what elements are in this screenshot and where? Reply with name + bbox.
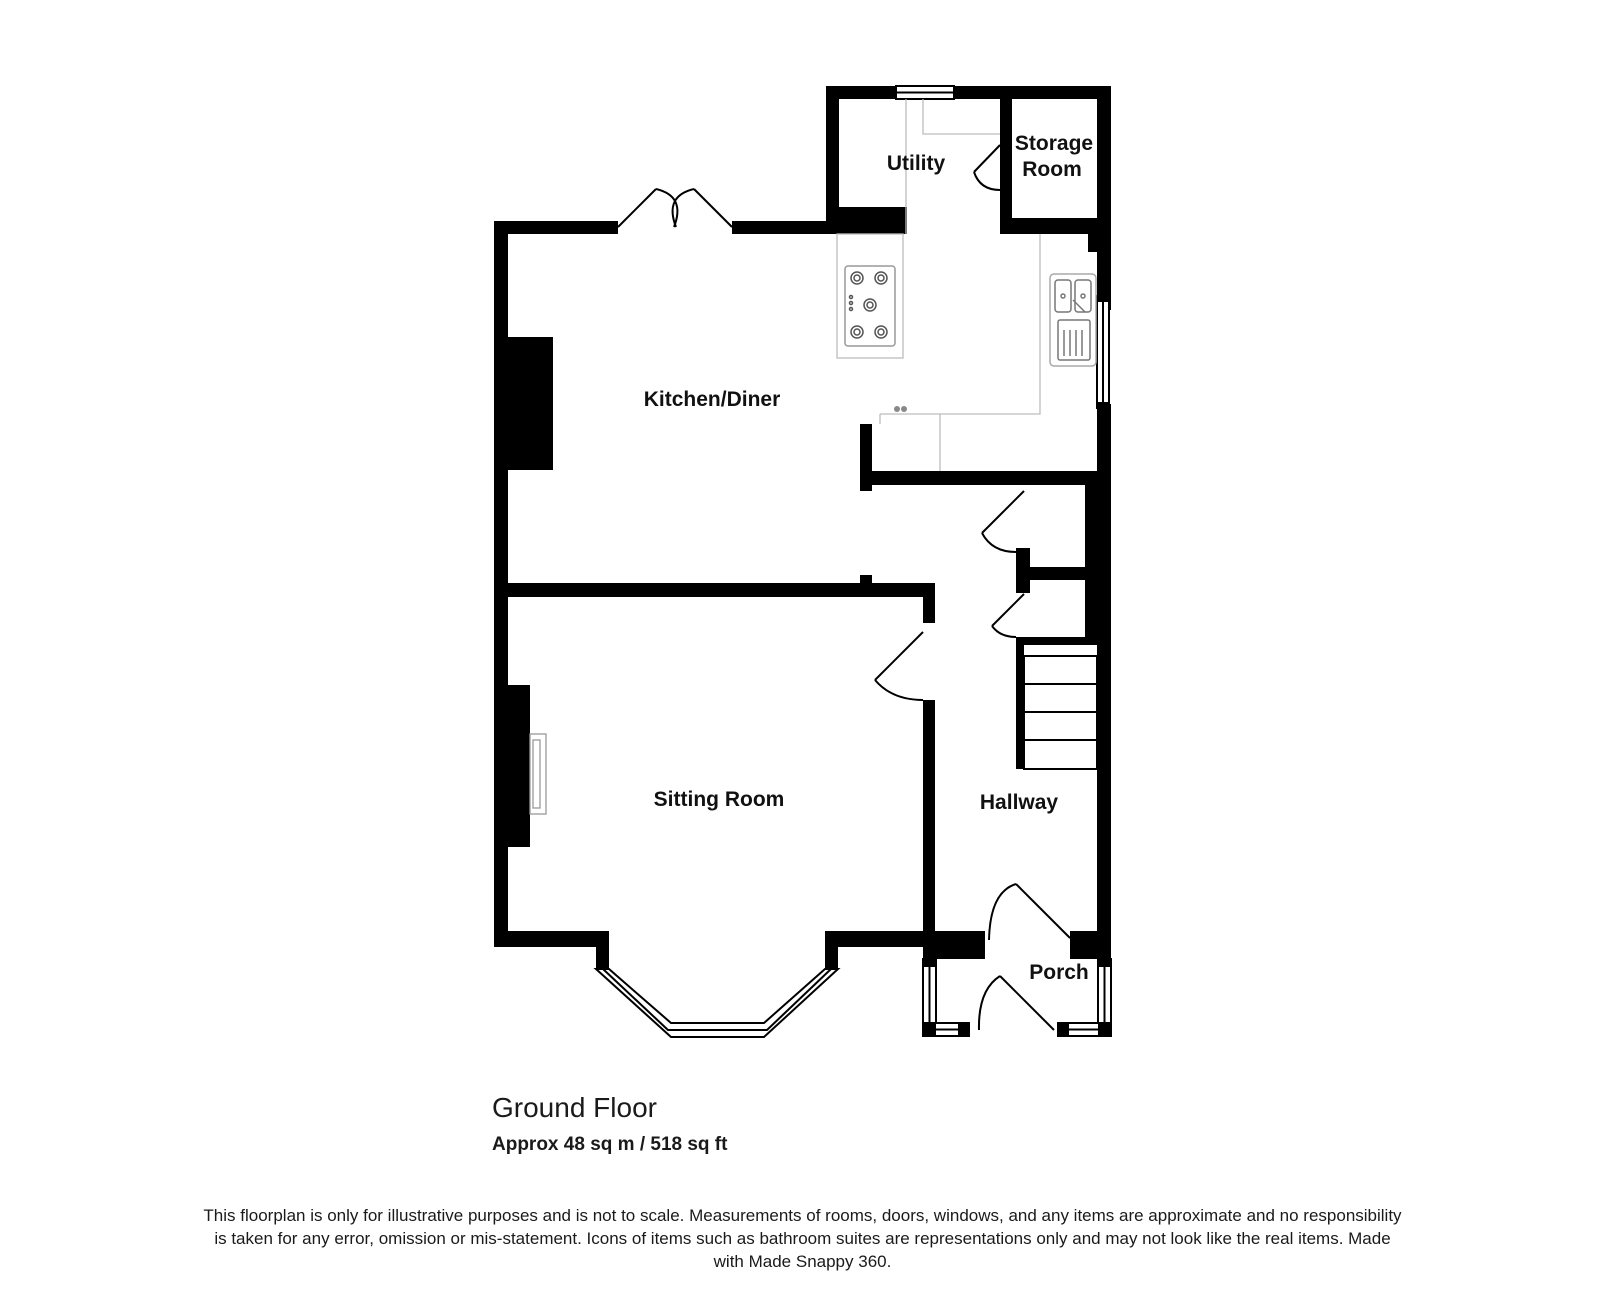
walls xyxy=(494,86,1111,970)
room-label-kitchen: Kitchen/Diner xyxy=(644,388,781,411)
doors xyxy=(617,144,1071,1031)
room-labels: Kitchen/Diner Utility Storage Room Sitti… xyxy=(644,132,1093,984)
room-label-hallway: Hallway xyxy=(980,791,1059,814)
windows xyxy=(593,85,1112,1038)
hob-icon xyxy=(844,265,896,347)
floor-area: Approx 48 sq m / 518 sq ft xyxy=(492,1134,728,1155)
fireplace-icon xyxy=(529,733,547,815)
tap-icon xyxy=(894,406,907,412)
disclaimer-text: This floorplan is only for illustrative … xyxy=(203,1206,1402,1271)
floor-title: Ground Floor xyxy=(492,1092,657,1123)
room-label-porch: Porch xyxy=(1029,961,1089,984)
room-label-sitting: Sitting Room xyxy=(654,788,785,811)
room-label-storage-line2: Room xyxy=(1022,158,1082,181)
window-posts xyxy=(923,296,1111,1036)
sink-icon xyxy=(1049,273,1097,367)
kitchen-units xyxy=(836,99,1041,471)
room-label-utility: Utility xyxy=(887,152,946,175)
stairs xyxy=(1023,655,1098,770)
room-label-storage-line1: Storage xyxy=(1015,132,1093,155)
